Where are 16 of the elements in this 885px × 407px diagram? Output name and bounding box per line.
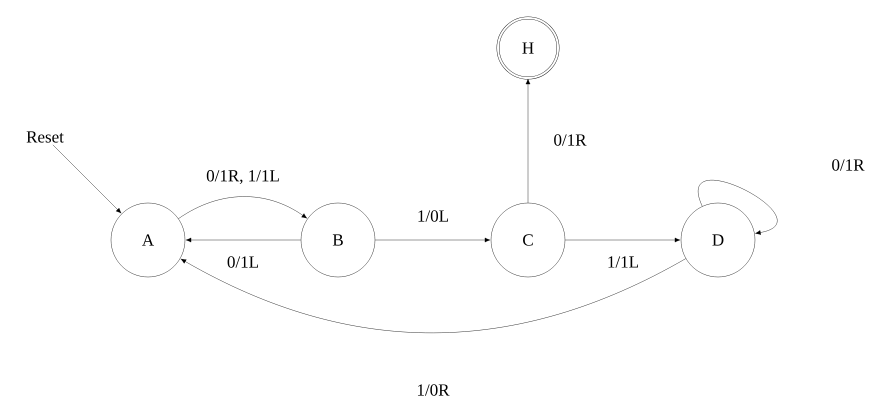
arrow xyxy=(526,78,530,203)
arrow xyxy=(186,238,301,242)
edge-label: 1/0L xyxy=(416,209,450,223)
edge-label: 0/1L xyxy=(226,255,260,269)
arrow xyxy=(698,180,778,235)
arrow xyxy=(565,238,680,242)
edge-label: 1/1L xyxy=(606,255,640,269)
edge-label: 0/1R, 1/1L xyxy=(205,169,281,185)
state-label: Reset xyxy=(26,131,64,143)
arrow xyxy=(52,144,122,214)
arrow xyxy=(178,196,308,219)
arrow xyxy=(180,258,686,334)
edge-label: 1/0R xyxy=(415,383,451,397)
edge-label: 0/1R xyxy=(552,133,588,147)
arrow xyxy=(375,238,490,242)
edge-label: 0/1R xyxy=(830,158,866,172)
